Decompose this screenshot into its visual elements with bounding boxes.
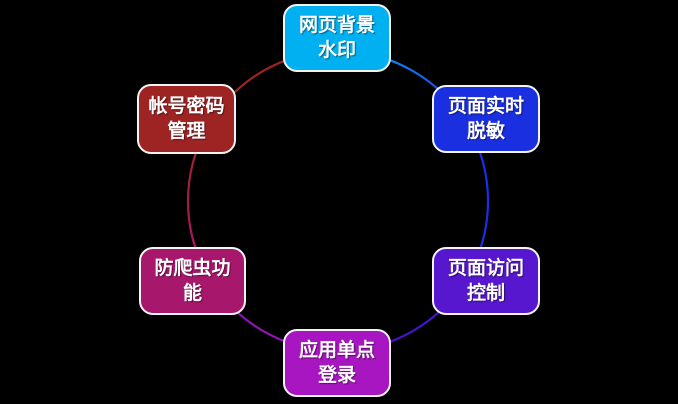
node-sso-login-label-line1: 应用单点: [298, 339, 375, 361]
node-page-masking-label-line1: 页面实时: [447, 95, 524, 117]
node-account-mgmt: 帐号密码 管理: [137, 84, 236, 154]
node-page-masking: 页面实时 脱敏: [432, 85, 540, 153]
node-web-watermark: 网页背景 水印: [283, 4, 391, 72]
node-sso-login-label-line2: 登录: [317, 364, 356, 386]
node-access-control-label-line1: 页面访问: [447, 257, 524, 279]
node-anti-crawler: 防爬虫功 能: [139, 247, 246, 315]
node-web-watermark-label-line1: 网页背景: [298, 14, 375, 36]
node-account-mgmt-label-line1: 帐号密码: [148, 95, 225, 117]
node-sso-login: 应用单点 登录: [283, 329, 391, 397]
node-anti-crawler-label-line2: 能: [182, 282, 202, 304]
node-page-masking-label-line2: 脱敏: [466, 120, 505, 142]
node-access-control-label-line2: 控制: [466, 282, 505, 304]
node-web-watermark-label-line2: 水印: [317, 39, 356, 61]
node-access-control: 页面访问 控制: [432, 247, 540, 315]
node-anti-crawler-label-line1: 防爬虫功: [154, 257, 231, 279]
node-account-mgmt-label-line2: 管理: [167, 120, 206, 142]
